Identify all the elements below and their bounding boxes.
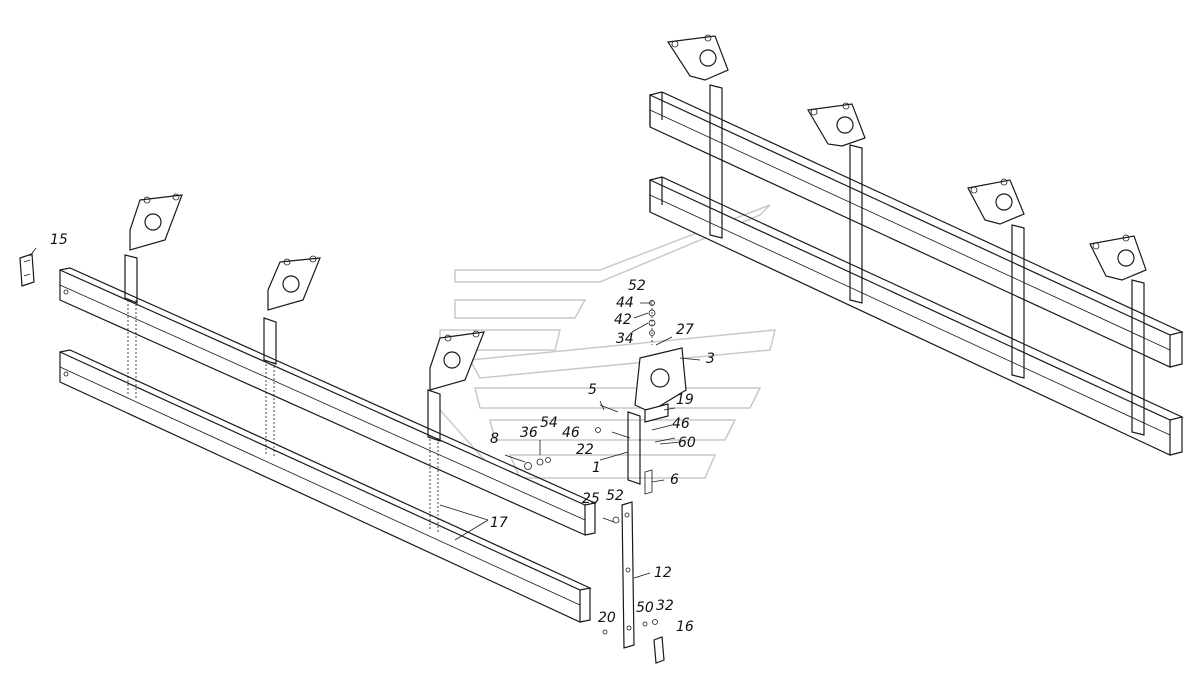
part-label-52b: 52	[606, 488, 624, 504]
part-label-32: 32	[656, 598, 674, 614]
part-12-post	[602, 501, 665, 664]
part-label-6: 6	[670, 472, 679, 488]
part-label-42: 42	[614, 312, 632, 328]
part-label-1: 1	[592, 460, 601, 476]
right-lower-rail	[649, 176, 1184, 456]
right-vertical-posts	[709, 84, 1145, 436]
part-label-17: 17	[490, 515, 508, 531]
right-upper-rail	[649, 91, 1184, 368]
part-label-36: 36	[520, 425, 538, 441]
part-label-27: 27	[676, 322, 694, 338]
right-hinge-brackets	[666, 34, 1147, 281]
part-label-46b: 46	[672, 416, 690, 432]
part-label-3: 3	[706, 351, 715, 367]
part-label-50: 50	[636, 600, 654, 616]
part-label-12: 12	[654, 565, 672, 581]
part-label-60: 60	[678, 435, 696, 451]
left-upper-board	[59, 267, 597, 536]
part-label-5: 5	[588, 382, 597, 398]
part-label-25: 25	[582, 491, 600, 507]
part-label-20: 20	[598, 610, 616, 626]
center-exploded-bracket	[504, 300, 687, 495]
part-label-54: 54	[540, 415, 558, 431]
part-label-19: 19	[676, 392, 694, 408]
part-label-52a: 52	[628, 278, 646, 294]
left-vertical-posts	[124, 254, 441, 533]
part-label-34: 34	[616, 331, 634, 347]
part-label-8: 8	[490, 431, 499, 447]
part-label-22: 22	[576, 442, 594, 458]
part-label-44: 44	[616, 295, 634, 311]
left-lower-board	[59, 349, 592, 623]
part-15-clip	[19, 253, 35, 287]
part-label-16: 16	[676, 619, 694, 635]
part-label-46a: 46	[562, 425, 580, 441]
leader-lines	[29, 247, 701, 579]
left-hinge-brackets	[129, 193, 485, 391]
part-label-15: 15	[50, 232, 68, 248]
